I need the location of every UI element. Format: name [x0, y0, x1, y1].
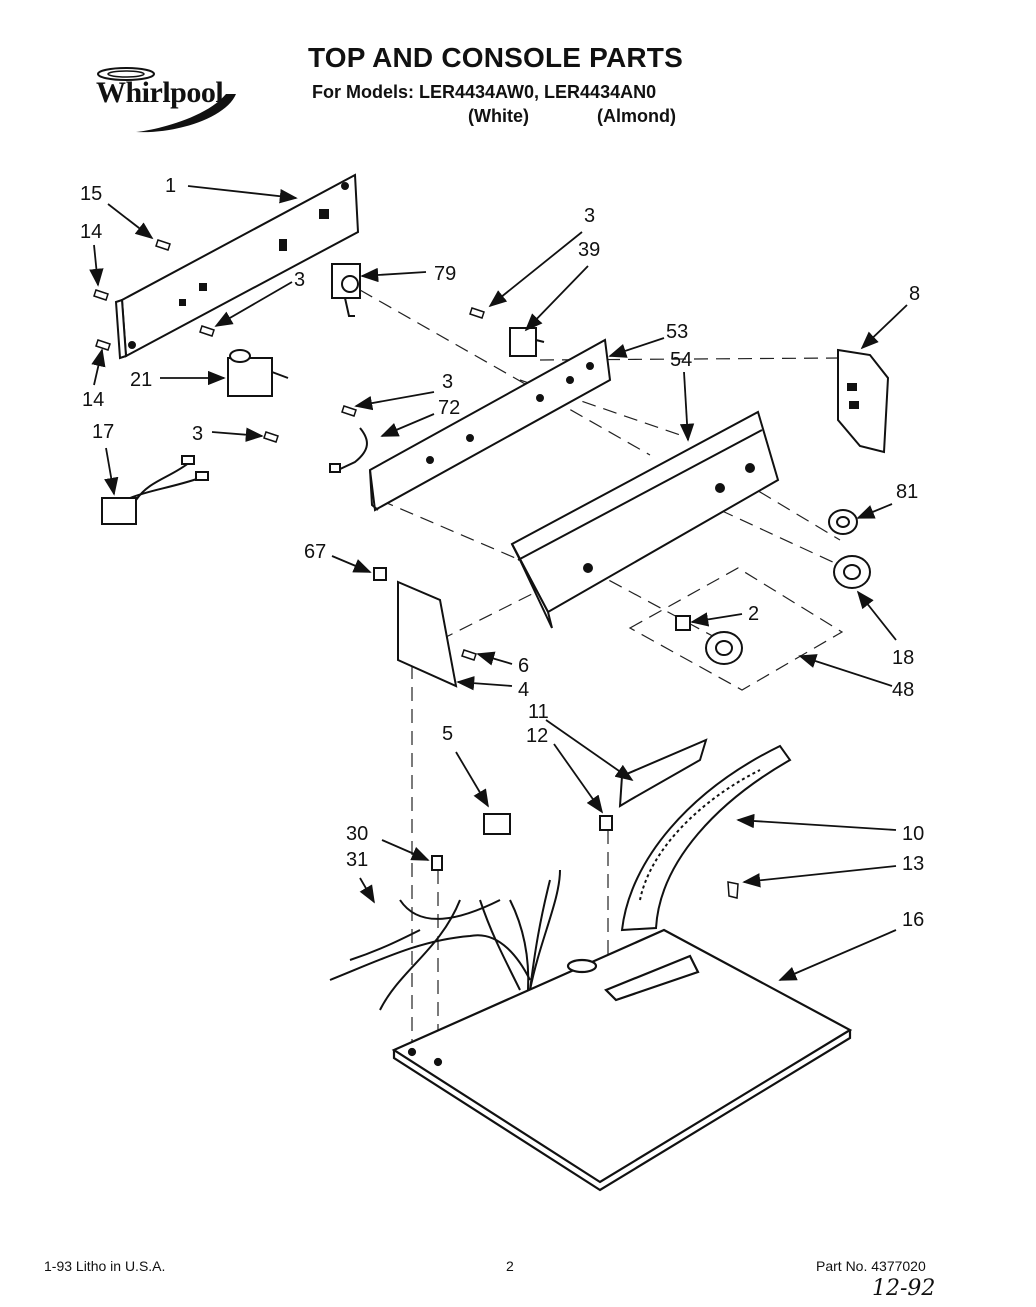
- callout-13: 13: [902, 853, 924, 875]
- callout-72: 72: [438, 397, 460, 419]
- screw-6: [461, 649, 477, 661]
- callout-17: 17: [92, 421, 114, 443]
- color-white-label: (White): [468, 106, 529, 126]
- screw-3b: [469, 307, 485, 319]
- page-title: TOP AND CONSOLE PARTS: [308, 42, 683, 73]
- part-16-top-panel: [391, 928, 853, 1192]
- callout-15: 15: [80, 183, 102, 205]
- litho-note: 1-93 Litho in U.S.A.: [44, 1258, 166, 1274]
- part-39-switch: [509, 327, 545, 357]
- callout-81: 81: [896, 481, 918, 503]
- brand-swirl: [97, 67, 236, 133]
- part-72-wire: [329, 427, 368, 473]
- part-10-lint-screen: [620, 744, 792, 932]
- callout-labels: 1 15 14 3 14 3 39 79 8 53 54 21 3 72 17 …: [80, 175, 924, 931]
- callout-54: 54: [670, 349, 692, 371]
- part-number: Part No. 4377020: [816, 1258, 926, 1274]
- model-numbers: For Models: LER4434AW0, LER4434AN0: [312, 82, 657, 102]
- page-number: 2: [506, 1258, 514, 1274]
- screws: [93, 239, 739, 899]
- screw-13: [727, 881, 739, 899]
- callout-8: 8: [909, 283, 920, 305]
- callout-79: 79: [434, 263, 456, 285]
- callout-3-left: 3: [294, 269, 305, 291]
- callout-3-middle: 3: [442, 371, 453, 393]
- screw-3a: [199, 325, 215, 337]
- callout-12: 12: [526, 725, 548, 747]
- callout-31: 31: [346, 849, 368, 871]
- callout-16: 16: [902, 909, 924, 931]
- callout-53: 53: [666, 321, 688, 343]
- part-81-knob: [828, 509, 858, 535]
- screw-14b: [95, 339, 111, 351]
- screw-3c: [341, 405, 357, 417]
- callout-48: 48: [892, 679, 914, 701]
- part-67-clip: [373, 567, 387, 581]
- brand-name: Whirlpool: [96, 76, 224, 109]
- part-5-switch: [483, 813, 511, 835]
- callout-39: 39: [578, 239, 600, 261]
- callout-3-top: 3: [584, 205, 595, 227]
- callout-2: 2: [748, 603, 759, 625]
- part-12-clip: [599, 815, 613, 831]
- part-17-connector: [101, 455, 209, 525]
- part-8-end-cap: [837, 348, 890, 454]
- leader-arrows: [89, 185, 908, 981]
- callout-10: 10: [902, 823, 924, 845]
- part-4-side-panel: [397, 580, 458, 688]
- part-48-knob: [705, 631, 743, 665]
- part-54-control-panel: [510, 410, 780, 629]
- part-11-lint-frame: [618, 738, 708, 808]
- part-53-bracket: [368, 338, 612, 512]
- callout-6: 6: [518, 655, 529, 677]
- callout-11: 11: [528, 701, 549, 723]
- callout-5: 5: [442, 723, 453, 745]
- part-18-knob: [833, 555, 871, 589]
- brand-logo: Whirlpool: [86, 58, 256, 138]
- screw-3d: [263, 431, 279, 443]
- color-almond-label: (Almond): [597, 106, 676, 126]
- callout-1: 1: [165, 175, 176, 197]
- part-79-switch: [331, 263, 361, 317]
- part-30-clip: [431, 855, 443, 871]
- callout-14-bottom: 14: [82, 389, 104, 411]
- handwritten-date: 12-92: [872, 1276, 936, 1301]
- part-21-timer: [227, 349, 289, 397]
- callout-18: 18: [892, 647, 914, 669]
- part-1-console-back-panel: [114, 173, 360, 360]
- callout-14-top: 14: [80, 221, 102, 243]
- callout-21: 21: [130, 369, 152, 391]
- screw-15: [155, 239, 171, 251]
- part-31-wire-harness: [329, 869, 561, 1011]
- part-2-insert: [675, 615, 691, 631]
- callout-67: 67: [304, 541, 326, 563]
- screw-14a: [93, 289, 109, 301]
- callout-4: 4: [518, 679, 529, 701]
- callout-3-lower: 3: [192, 423, 203, 445]
- callout-30: 30: [346, 823, 368, 845]
